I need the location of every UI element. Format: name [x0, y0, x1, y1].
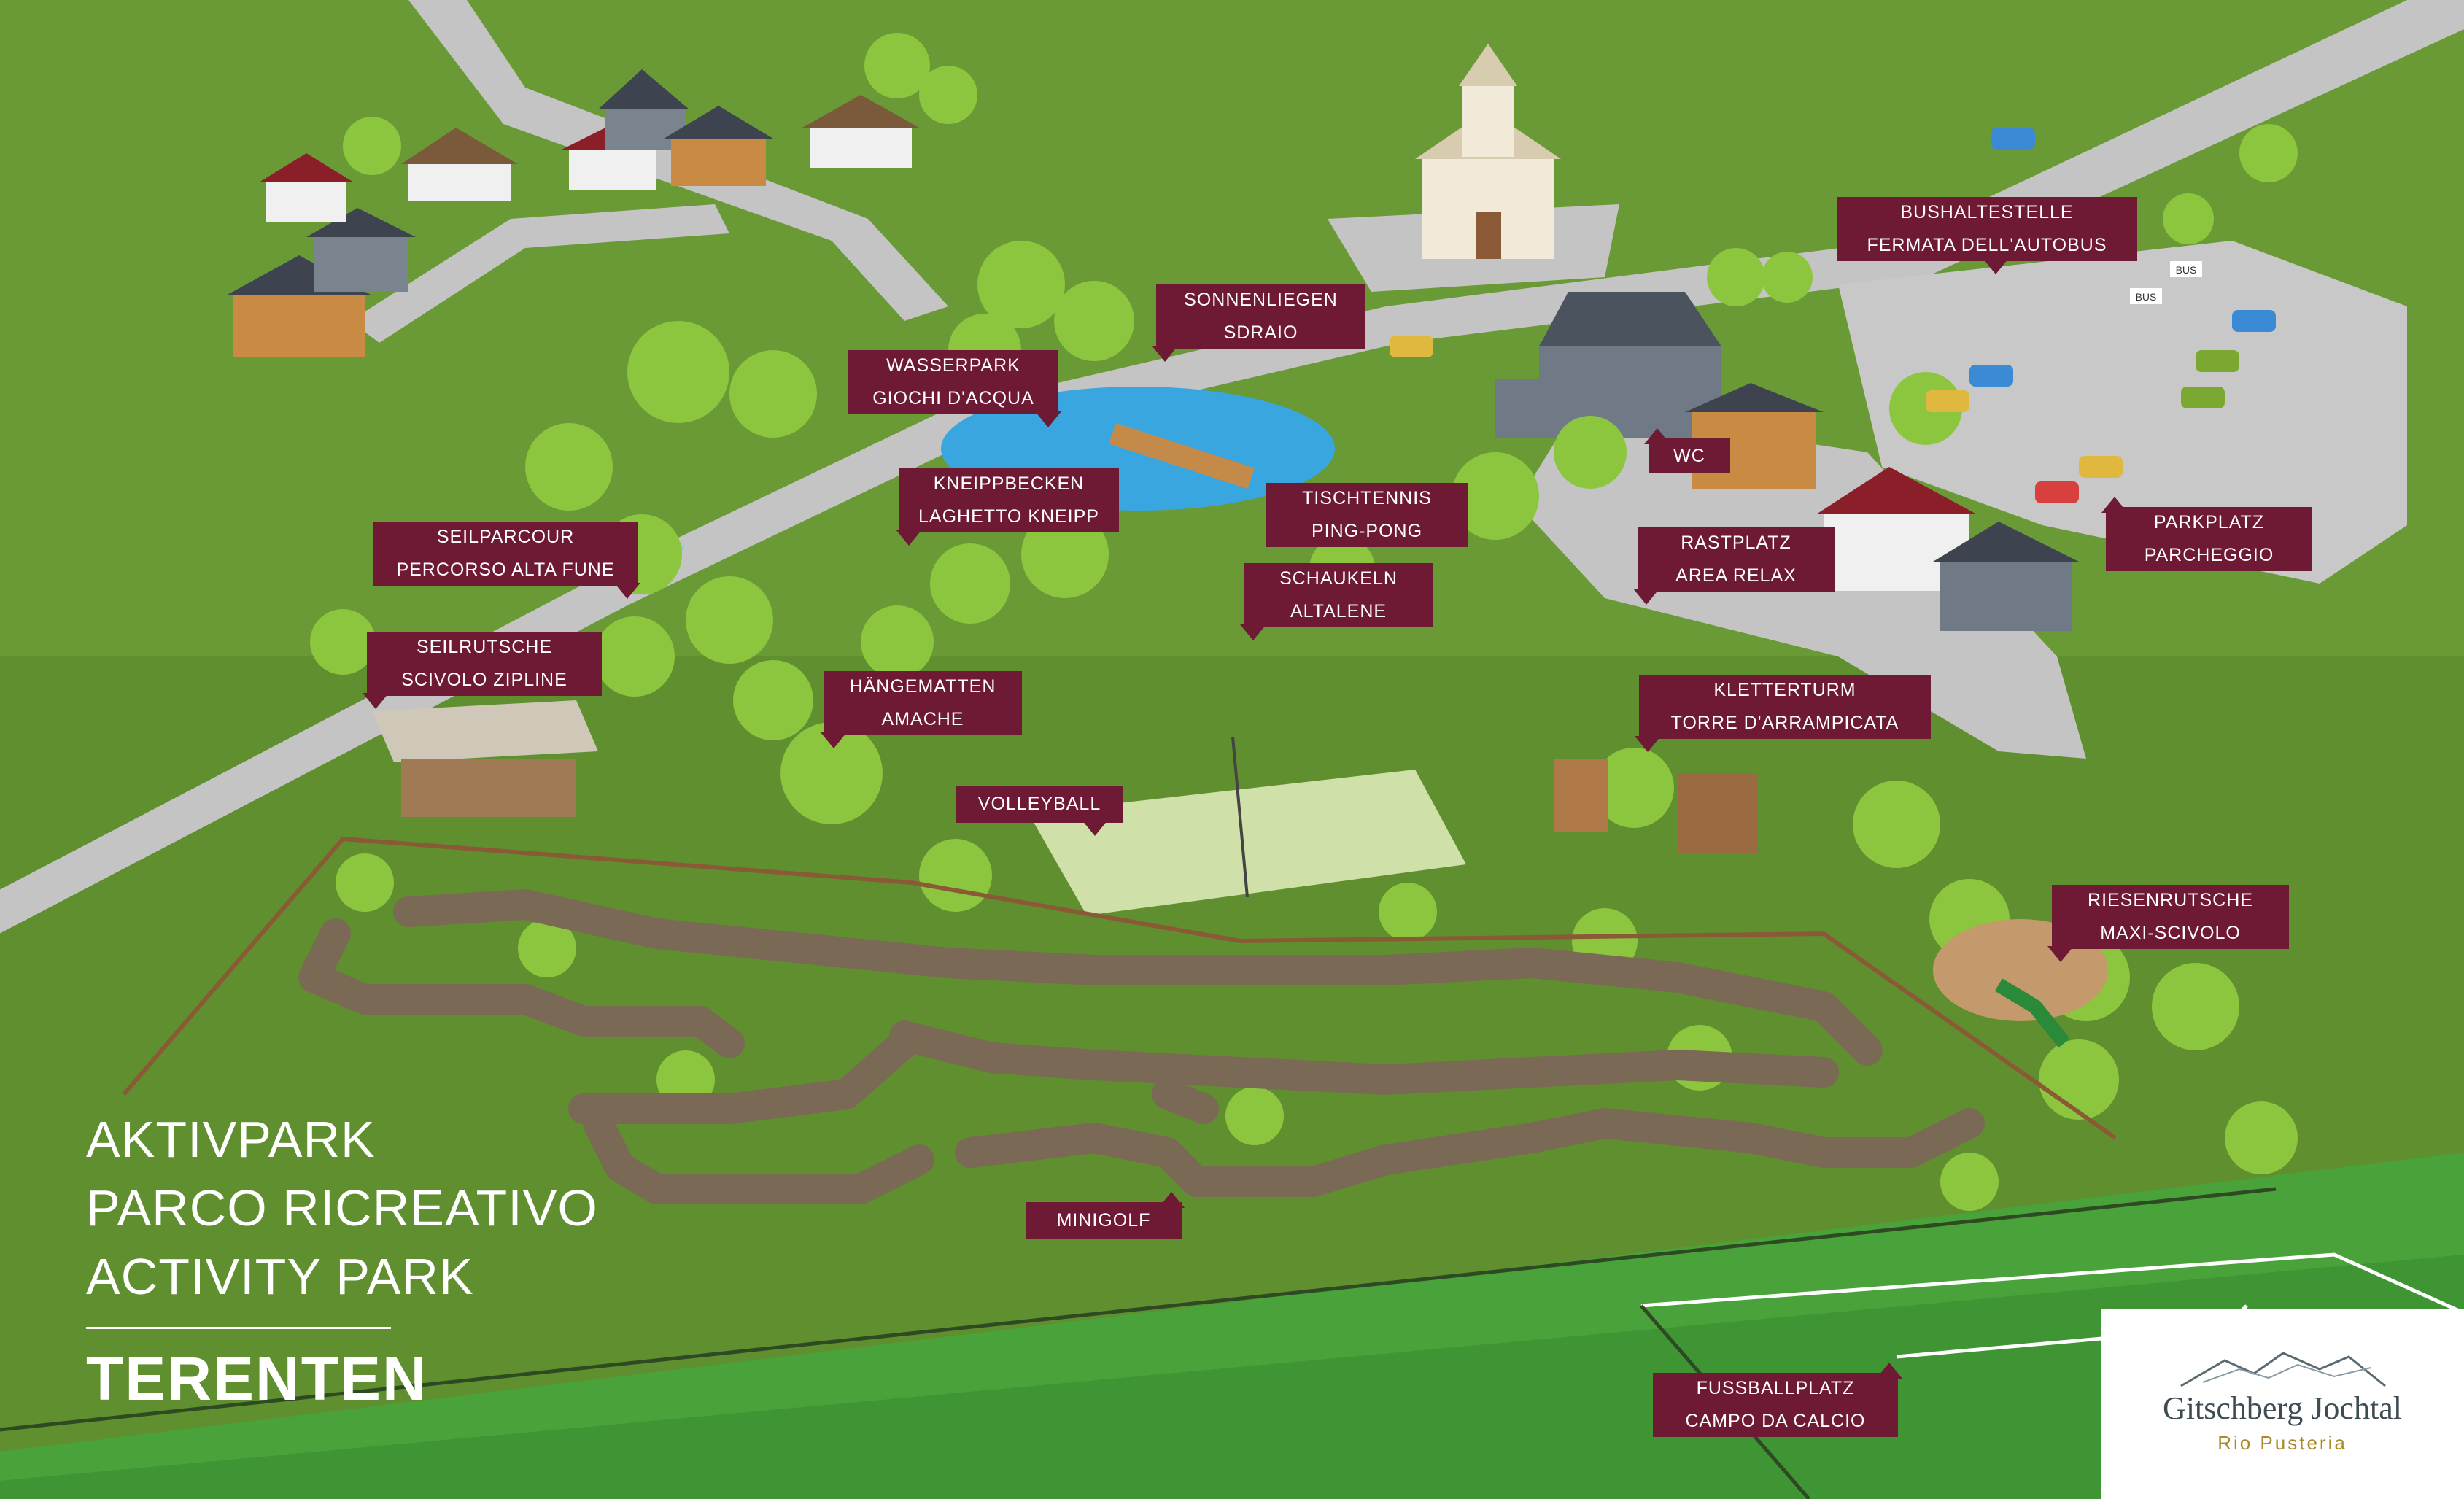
label-tischtennis-it: PING-PONG: [1311, 521, 1423, 541]
label-pointer: [614, 583, 640, 599]
label-schaukeln-it: ALTALENE: [1290, 601, 1387, 621]
fence: [122, 836, 2117, 1140]
label-rastplatz-de: RASTPLATZ: [1681, 532, 1791, 553]
label-pointer: [1644, 428, 1670, 444]
label-wasserpark[interactable]: WASSERPARK GIOCHI D'ACQUA: [848, 350, 1061, 427]
logo-subtitle: Rio Pusteria: [2217, 1432, 2347, 1454]
label-kletterturm[interactable]: KLETTERTURM TORRE D'ARRAMPICATA: [1635, 675, 1931, 752]
label-kletterturm-it: TORRE D'ARRAMPICATA: [1670, 713, 1899, 733]
label-parkplatz-de: PARKPLATZ: [2153, 512, 2265, 532]
logo-box[interactable]: Gitschberg Jochtal Rio Pusteria: [2101, 1309, 2464, 1499]
pond-deck: [1109, 422, 1255, 489]
label-rastplatz-it: AREA RELAX: [1675, 565, 1797, 586]
volleyball-net: [1231, 736, 1249, 898]
label-wasserpark-de: WASSERPARK: [886, 355, 1020, 376]
village-houses: [226, 69, 919, 357]
town-buildings: [1495, 292, 2079, 631]
label-minigolf-de: MINIGOLF: [1056, 1210, 1151, 1231]
label-kletterturm-de: KLETTERTURM: [1713, 680, 1856, 700]
label-fussballplatz[interactable]: FUSSBALLPLATZ CAMPO DA CALCIO: [1653, 1363, 1902, 1437]
pavilion: [372, 700, 598, 817]
label-pointer: [2101, 497, 2128, 513]
label-pointer: [1035, 411, 1061, 427]
label-kneippbecken-it: LAGHETTO KNEIPP: [918, 506, 1099, 527]
climbing-tower: [1554, 759, 1608, 832]
label-parkplatz-it: PARCHEGGIO: [2144, 545, 2274, 565]
label-schaukeln[interactable]: SCHAUKELN ALTALENE: [1240, 563, 1433, 640]
title-divider: [86, 1327, 391, 1329]
label-wc[interactable]: WC: [1644, 428, 1730, 473]
label-rastplatz[interactable]: RASTPLATZ AREA RELAX: [1633, 527, 1835, 605]
title-line-3: ACTIVITY PARK: [86, 1248, 474, 1305]
label-pointer: [1633, 589, 1659, 605]
label-kneippbecken-de: KNEIPPBECKEN: [933, 473, 1085, 494]
label-haengematten[interactable]: HÄNGEMATTEN AMACHE: [821, 671, 1022, 748]
label-seilparcour[interactable]: SEILPARCOUR PERCORSO ALTA FUNE: [373, 522, 640, 599]
label-riesenrutsche-it: MAXI-SCIVOLO: [2100, 923, 2241, 943]
label-seilparcour-it: PERCORSO ALTA FUNE: [396, 559, 615, 580]
logo-brand: Gitschberg Jochtal: [2163, 1390, 2402, 1426]
title-block: AKTIVPARK PARCO RICREATIVO ACTIVITY PARK…: [86, 1105, 598, 1414]
bus-stop-signs: BUS BUS: [2130, 261, 2202, 304]
label-seilparcour-de: SEILPARCOUR: [436, 527, 575, 547]
label-seilrutsche[interactable]: SEILRUTSCHE SCIVOLO ZIPLINE: [363, 632, 602, 709]
label-volleyball[interactable]: VOLLEYBALL: [956, 786, 1123, 836]
town-name: TERENTEN: [86, 1344, 428, 1413]
label-kneippbecken[interactable]: KNEIPPBECKEN LAGHETTO KNEIPP: [896, 468, 1119, 546]
giant-slide: [1994, 978, 2070, 1048]
label-tischtennis-de: TISCHTENNIS: [1302, 488, 1432, 508]
village-road-2: [350, 204, 729, 343]
label-pointer: [1635, 736, 1661, 752]
title-line-1: AKTIVPARK: [86, 1111, 376, 1168]
church: [1415, 44, 1561, 259]
label-haengematten-it: AMACHE: [881, 709, 964, 729]
label-pointer: [1152, 346, 1178, 362]
label-wc-de: WC: [1673, 446, 1705, 466]
mountain-logo-icon: [2180, 1352, 2386, 1387]
label-sonnenliegen[interactable]: SONNENLIEGEN SDRAIO: [1152, 284, 1365, 362]
label-wasserpark-it: GIOCHI D'ACQUA: [872, 388, 1034, 408]
volleyball-court: [1028, 770, 1466, 915]
label-sonnenliegen-it: SDRAIO: [1223, 322, 1298, 343]
minigolf-paths: [298, 889, 1985, 1204]
label-pointer: [1082, 820, 1108, 836]
label-fussballplatz-it: CAMPO DA CALCIO: [1685, 1411, 1866, 1431]
bus-sign-2: BUS: [2176, 264, 2197, 276]
label-volleyball-de: VOLLEYBALL: [977, 794, 1101, 814]
label-bushaltestelle-it: FERMATA DELL'AUTOBUS: [1867, 235, 2107, 255]
label-sonnenliegen-de: SONNENLIEGEN: [1184, 290, 1338, 310]
play-hut: [1678, 773, 1758, 853]
title-line-2: PARCO RICREATIVO: [86, 1180, 598, 1236]
main-road: [0, 0, 2464, 934]
label-bushaltestelle[interactable]: BUSHALTESTELLE FERMATA DELL'AUTOBUS: [1837, 197, 2137, 274]
label-fussballplatz-de: FUSSBALLPLATZ: [1696, 1378, 1855, 1398]
label-bushaltestelle-de: BUSHALTESTELLE: [1900, 202, 2074, 222]
label-pointer: [1876, 1363, 1902, 1379]
label-pointer: [821, 732, 847, 748]
label-seilrutsche-it: SCIVOLO ZIPLINE: [401, 670, 567, 690]
label-parkplatz[interactable]: PARKPLATZ PARCHEGGIO: [2101, 497, 2312, 571]
label-pointer: [1158, 1192, 1185, 1208]
label-pointer: [363, 693, 389, 709]
football-fence: [0, 1187, 2277, 1432]
label-riesenrutsche-de: RIESENRUTSCHE: [2088, 890, 2253, 910]
label-pointer: [896, 530, 922, 546]
label-pointer: [2047, 946, 2074, 962]
label-riesenrutsche[interactable]: RIESENRUTSCHE MAXI-SCIVOLO: [2047, 885, 2289, 962]
label-seilrutsche-de: SEILRUTSCHE: [416, 637, 553, 657]
label-tischtennis[interactable]: TISCHTENNIS PING-PONG: [1266, 483, 1468, 547]
bus-sign-1: BUS: [2136, 291, 2157, 303]
label-pointer: [1983, 258, 2009, 274]
label-schaukeln-de: SCHAUKELN: [1279, 568, 1398, 589]
football-field-stripe: [0, 1255, 2464, 1499]
label-pointer: [1240, 624, 1266, 640]
label-minigolf[interactable]: MINIGOLF: [1026, 1192, 1185, 1239]
label-haengematten-de: HÄNGEMATTEN: [849, 676, 996, 697]
cars: [1390, 128, 2276, 503]
